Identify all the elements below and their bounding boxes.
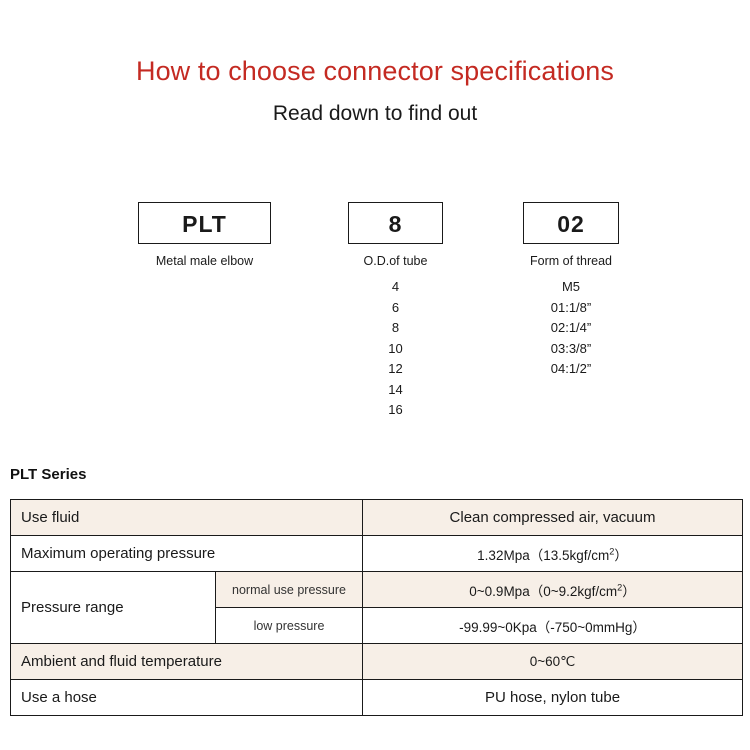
code-options-tube-od: 4 6 8 10 12 14 16 [348,277,443,421]
code-column-thread-form: 02 Form of thread M5 01:1/8” 02:1/4” 03:… [523,202,619,380]
specification-table: Use fluid Clean compressed air, vacuum M… [9,499,744,716]
option-item: 01:1/8” [550,299,592,315]
code-options-thread-form: M5 01:1/8” 02:1/4” 03:3/8” 04:1/2” [523,277,619,380]
spec-value: 1.32Mpa（13.5kgf/cm2） [362,535,744,572]
spec-value: 0~60℃ [362,643,744,680]
page-subtitle: Read down to find out [272,102,478,125]
option-item: 02:1/4” [550,320,592,335]
code-box-tube-od: 8 [348,202,443,244]
spec-label: Use a hose [9,679,364,716]
spec-value: -99.99~0Kpa（-750~0mmHg） [362,607,744,644]
table-row: Use a hose PU hose, nylon tube [9,679,744,716]
spec-sublabel: normal use pressure [214,571,364,608]
code-column-tube-od: 8 O.D.of tube 4 6 8 10 12 14 16 [348,202,443,421]
option-item: 16 [388,402,403,417]
option-item: 03:3/8” [550,340,592,356]
option-item: 10 [388,340,403,356]
spec-sublabel: low pressure [214,607,364,644]
option-item: 4 [391,279,400,294]
code-box-thread-form: 02 [523,202,619,244]
table-row: Maximum operating pressure 1.32Mpa（13.5k… [9,535,744,572]
page-title: How to choose connector specifications [135,56,615,86]
option-item: 8 [391,320,400,335]
code-breakdown: PLT Metal male elbow 8 O.D.of tube 4 6 8… [0,202,750,452]
option-item: 12 [388,361,403,376]
code-column-series: PLT Metal male elbow [138,202,271,277]
code-caption-thread-form: Form of thread [530,254,612,268]
option-item: 14 [388,381,403,397]
spec-label: Ambient and fluid temperature [9,643,364,680]
option-item: M5 [561,279,581,294]
spec-label: Pressure range [10,571,216,644]
option-item: 6 [391,299,400,315]
spec-label: Maximum operating pressure [9,535,364,572]
code-box-series: PLT [138,202,271,244]
spec-value: 0~0.9Mpa（0~9.2kgf/cm2） [362,571,744,608]
option-item: 04:1/2” [550,361,592,376]
code-caption-tube-od: O.D.of tube [363,254,428,268]
table-row: Ambient and fluid temperature 0~60℃ [9,643,744,680]
code-caption-series: Metal male elbow [155,254,254,268]
spec-value: Clean compressed air, vacuum [362,499,744,536]
table-row: Pressure range normal use pressure 0~0.9… [10,571,744,644]
table-row: low pressure -99.99~0Kpa（-750~0mmHg） [11,607,744,644]
series-label: PLT Series [10,466,87,483]
spec-label: Use fluid [9,499,364,536]
spec-value: PU hose, nylon tube [362,679,744,716]
table-row: Use fluid Clean compressed air, vacuum [9,499,744,536]
